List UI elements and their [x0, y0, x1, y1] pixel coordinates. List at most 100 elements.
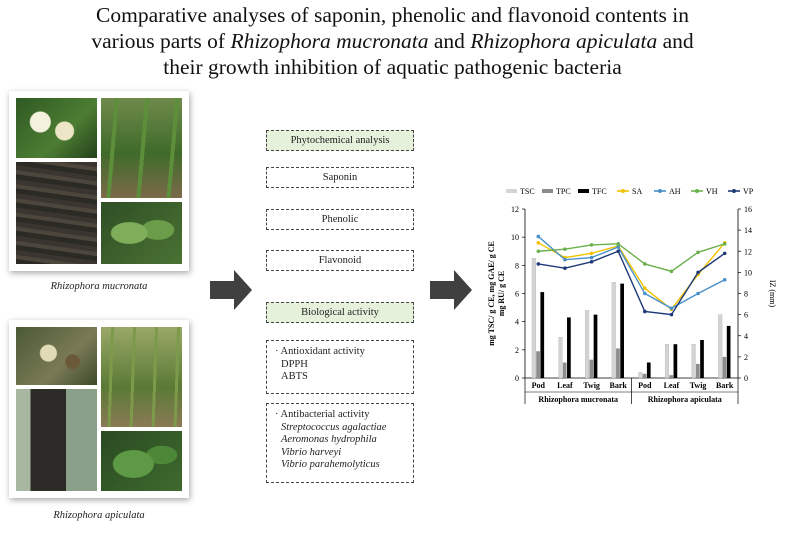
bar-TFC-twig	[700, 339, 704, 378]
legend-label-TSC: TSC	[520, 187, 535, 196]
antioxidant-label: Antioxidant activity	[280, 346, 365, 357]
legend-marker-VH	[695, 189, 699, 193]
title-line-1: Comparative analyses of saponin, phenoli…	[96, 3, 689, 27]
left-tick-label: 8	[515, 261, 519, 270]
point-VH	[696, 250, 700, 255]
figure-title: Comparative analyses of saponin, phenoli…	[0, 2, 785, 80]
bar-TSC-bark	[611, 282, 616, 379]
bacteria-4-name: Vibrio parahemolyticus	[281, 459, 380, 470]
point-VP	[563, 266, 567, 270]
point-VH	[616, 242, 620, 246]
point-AH	[722, 277, 727, 282]
antioxidant-box: · Antioxidant activity DPPH ABTS	[266, 340, 414, 394]
bar-TSC-bark	[718, 314, 723, 379]
bar-TSC-twig	[585, 310, 590, 379]
left-tick-label: 4	[515, 318, 519, 327]
legend-label-TFC: TFC	[592, 187, 607, 196]
caption-apiculata: Rhizophora apiculata	[53, 510, 145, 521]
point-AH	[643, 291, 647, 296]
category-label: Twig	[583, 381, 600, 390]
left-tick-label: 10	[511, 233, 519, 242]
right-tick-label: 8	[744, 290, 748, 299]
bar-TPC-leaf	[562, 362, 567, 378]
point-VP	[696, 270, 700, 275]
photo-collage-apiculata	[9, 320, 189, 498]
title-line-2-a: various parts of	[91, 29, 231, 53]
point-AH	[589, 255, 594, 260]
category-label: Bark	[716, 381, 734, 390]
photo-collage-mucronata	[9, 91, 189, 271]
bar-TPC-leaf	[669, 375, 674, 378]
propagule-photo-apiculata	[101, 327, 182, 427]
bar-TSC-twig	[691, 344, 696, 379]
title-line-2-b: and	[428, 29, 471, 53]
point-VP	[643, 309, 647, 314]
phytochemical-analysis-box: Phytochemical analysis	[266, 130, 414, 151]
bacteria-4: Vibrio parahemolyticus	[275, 459, 405, 472]
right-tick-label: 10	[744, 268, 752, 277]
title-species-1: Rhizophora mucronata	[230, 29, 429, 53]
bacteria-2: Aeromonas hydrophila	[275, 434, 405, 447]
bar-TFC-pod	[646, 362, 651, 378]
legend-marker-SA	[621, 189, 625, 193]
bar-TFC-bark	[726, 325, 731, 378]
category-label: Twig	[690, 381, 707, 390]
point-AH	[696, 291, 700, 296]
bar-TFC-pod	[540, 292, 545, 378]
legend-label-AH: AH	[669, 187, 681, 196]
title-line-2-c: and	[657, 29, 694, 53]
left-tick-label: 6	[515, 290, 519, 299]
right-tick-label: 14	[744, 226, 752, 235]
trunk-photo-apiculata	[16, 389, 97, 491]
point-SA	[536, 241, 541, 245]
category-label: Pod	[638, 381, 652, 390]
point-VH	[722, 242, 727, 246]
right-tick-label: 0	[744, 374, 748, 383]
bar-TSC-leaf	[558, 337, 563, 379]
group-label-apiculata: Rhizophora apiculata	[648, 395, 722, 404]
legend-marker-AH	[658, 189, 662, 193]
biological-activity-box: Biological activity	[266, 302, 414, 323]
right-tick-label: 6	[744, 311, 748, 320]
bar-TPC-twig	[589, 359, 594, 378]
antibacterial-heading: · Antibacterial activity	[275, 409, 370, 420]
saponin-box: Saponin	[266, 167, 414, 188]
category-label: Pod	[532, 381, 546, 390]
point-SA	[643, 286, 647, 291]
right-tick-label: 12	[744, 247, 752, 256]
bacteria-1: Streptococcus agalactiae	[275, 422, 405, 435]
point-AH	[536, 234, 541, 239]
right-tick-label: 4	[744, 332, 748, 341]
point-VP	[589, 260, 594, 264]
title-line-3: their growth inhibition of aquatic patho…	[163, 55, 622, 79]
leaves-photo	[101, 202, 182, 264]
right-tick-label: 16	[744, 205, 752, 214]
propagule-photo	[101, 98, 182, 198]
bar-TSC-leaf	[664, 344, 669, 379]
bar-TPC-pod	[536, 351, 540, 378]
legend-label-SA: SA	[632, 187, 642, 196]
category-label: Bark	[610, 381, 628, 390]
antibacterial-label: Antibacterial activity	[280, 409, 370, 420]
bar-TPC-bark	[722, 356, 727, 378]
point-VP	[722, 251, 727, 256]
legend-label-TPC: TPC	[556, 187, 571, 196]
point-VH	[643, 262, 647, 266]
antioxidant-heading: · Antioxidant activity	[275, 346, 365, 357]
group-label-mucronata: Rhizophora mucronata	[538, 395, 618, 404]
point-VP	[669, 312, 674, 317]
left-tick-label: 12	[511, 205, 519, 214]
legend-label-VH: VH	[706, 187, 718, 196]
point-AH	[616, 245, 620, 249]
bar-TFC-twig	[593, 314, 598, 378]
bar-TSC-pod	[531, 258, 536, 379]
y-axis-label-left: mg TSC/ g CE, mg GAE/ g CE	[487, 241, 496, 346]
point-VH	[669, 269, 674, 274]
bar-TFC-leaf	[567, 317, 571, 378]
legend-swatch-TFC	[578, 189, 589, 193]
left-tick-label: 0	[515, 374, 519, 383]
bacteria-1-name: Streptococcus agalactiae	[281, 421, 387, 433]
legend-marker-VP	[732, 189, 736, 193]
bar-TPC-bark	[616, 348, 620, 378]
